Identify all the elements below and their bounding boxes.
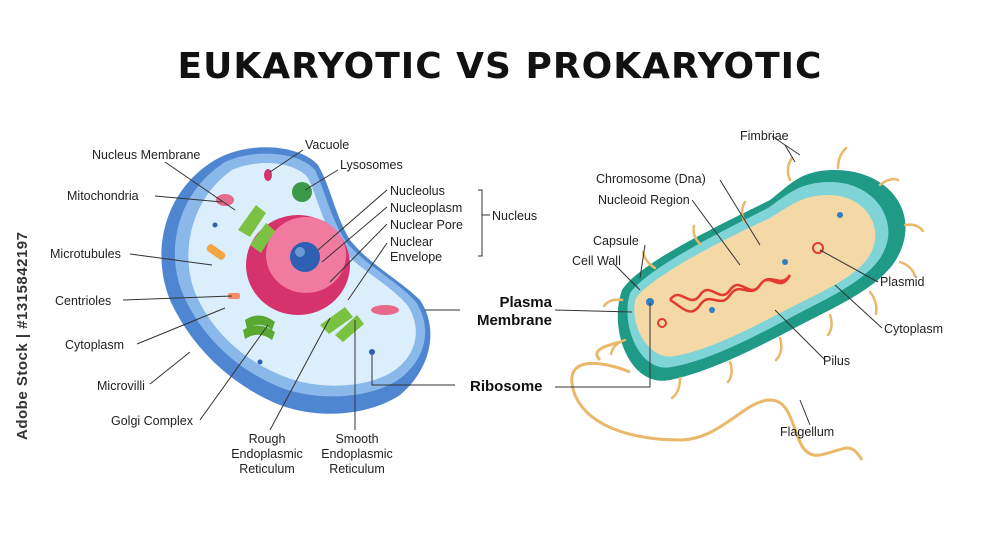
label-pilus: Pilus — [823, 354, 851, 368]
label-smooth-er-1: Smooth — [335, 432, 379, 446]
plasmid-shape — [812, 242, 824, 254]
label-microtubules: Microtubules — [50, 247, 121, 261]
label-flagellum: Flagellum — [780, 425, 835, 439]
label-rough-er-3: Reticulum — [239, 462, 295, 476]
label-rough-er-1: Rough — [248, 432, 286, 446]
label-plasma-membrane-1: Plasma — [499, 294, 552, 311]
vacuole-shape — [264, 169, 272, 181]
microtubule-shape — [206, 244, 226, 260]
golgi-shape — [243, 315, 275, 340]
label-nucleoplasm: Nucleoplasm — [390, 201, 463, 215]
label-fimbriae: Fimbriae — [740, 129, 789, 143]
mitochondria-shape — [216, 194, 234, 206]
label-plasmid: Plasmid — [880, 275, 925, 289]
ribosome-dot — [257, 359, 263, 365]
eukaryotic-leader-lines — [122, 149, 490, 431]
smooth-er-shape — [320, 307, 364, 342]
label-nuclear-envelope-2: Envelope — [390, 250, 443, 264]
label-capsule: Capsule — [593, 234, 639, 248]
label-nuclear-pore: Nuclear Pore — [390, 218, 463, 232]
nucleolus-shape — [290, 242, 320, 272]
label-nuclear-envelope-1: Nuclear — [390, 235, 434, 249]
ribosome-dot — [212, 222, 218, 228]
bacteria-ribosome — [782, 259, 788, 265]
label-mitochondria: Mitochondria — [67, 189, 139, 203]
label-nucleus-membrane: Nucleus Membrane — [92, 148, 201, 162]
label-lysosomes: Lysosomes — [340, 158, 403, 172]
flagellum-shape — [570, 362, 864, 461]
label-golgi-complex: Golgi Complex — [111, 414, 193, 428]
rough-er-shape — [238, 205, 275, 253]
prokaryotic-cell — [570, 170, 906, 461]
label-cytoplasm-euk: Cytoplasm — [65, 338, 125, 352]
label-nucleoid-region: Nucleoid Region — [598, 193, 690, 207]
page-title: EUKARYOTIC VS PROKARYOTIC — [177, 46, 823, 87]
centriole-shape — [228, 293, 240, 299]
label-microvilli: Microvilli — [97, 379, 145, 393]
bacteria-ribosome — [837, 212, 843, 218]
label-rough-er-2: Endoplasmic — [231, 447, 303, 461]
eukaryotic-cell — [161, 147, 431, 414]
label-cell-wall: Cell Wall — [572, 254, 621, 268]
bacteria-cytoplasm — [634, 195, 876, 357]
label-smooth-er-2: Endoplasmic — [321, 447, 393, 461]
label-ribosome: Ribosome — [470, 378, 543, 395]
prokaryotic-leader-lines — [554, 135, 883, 426]
label-chromosome: Chromosome (Dna) — [596, 172, 706, 186]
label-nucleus: Nucleus — [492, 209, 538, 223]
lysosome-shape — [292, 182, 312, 202]
label-nucleolus: Nucleolus — [390, 184, 445, 198]
bacteria-ribosome — [709, 307, 715, 313]
dna-shape — [668, 274, 792, 313]
label-plasma-membrane-2: Membrane — [476, 312, 552, 329]
bacteria-ribosome — [646, 298, 654, 306]
label-smooth-er-3: Reticulum — [329, 462, 385, 476]
watermark-text: Adobe Stock | #1315842197 — [14, 231, 31, 440]
label-vacuole: Vacuole — [305, 138, 350, 152]
mitochondria-shape-2 — [371, 305, 399, 315]
label-cytoplasm-pro: Cytoplasm — [884, 322, 944, 336]
ribosome-dot — [369, 349, 375, 355]
label-centrioles: Centrioles — [55, 294, 112, 308]
nucleolus-highlight — [295, 247, 305, 257]
fimbriae-hairs — [602, 146, 925, 400]
plasmid-shape-2 — [657, 318, 667, 328]
